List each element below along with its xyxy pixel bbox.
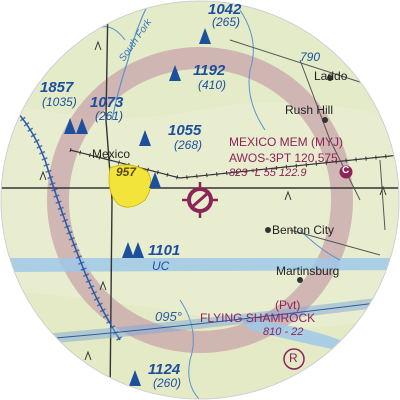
road — [299, 59, 361, 201]
town-dot-martinsburg — [297, 277, 303, 283]
airport-weather-frequency: AWOS-3PT 120.575 — [229, 151, 338, 165]
obstacle-icon — [129, 370, 141, 386]
obstacle-label-msl: 1857 — [40, 79, 74, 96]
river-south-fork — [111, 1, 151, 121]
obstacle-icon — [169, 65, 181, 81]
ctaf-icon-label: C — [342, 165, 350, 176]
obstacle-label-agl: (1035) — [42, 95, 77, 109]
private-airport-tag: (Pvt) — [275, 298, 301, 312]
stream — [179, 299, 201, 399]
urban-elevation-label: 957 — [116, 165, 137, 179]
private-airport-info: 810 - 22 — [263, 326, 304, 338]
town-dot-rush-hill — [322, 117, 328, 123]
obstacle-label-msl: 1192 — [193, 62, 226, 79]
obstacle-label-msl: 1042 — [208, 1, 242, 18]
road — [379, 159, 386, 231]
obstacle-label-msl: 1055 — [168, 122, 202, 139]
obstacle-label-msl: 1101 — [148, 242, 181, 259]
obstacle-icon — [64, 118, 88, 134]
lake — [1, 258, 399, 272]
restricted-airport-icon — [283, 348, 305, 370]
town-dot-benton-city — [265, 227, 271, 233]
airport-symbol-myj[interactable] — [182, 182, 218, 218]
town-dot-laddonia — [327, 75, 333, 81]
town-label-martinsburg: Martinsburg — [276, 264, 340, 278]
spot-elevation: 790 — [300, 50, 321, 64]
obstacle-label-msl: 1073 — [90, 94, 124, 111]
small-obstacles — [39, 40, 387, 361]
boundary-hatch — [1, 92, 123, 342]
railroad-ticks — [69, 148, 399, 181]
ctaf-icon — [339, 165, 353, 179]
obstacle-label-agl: (260) — [153, 376, 182, 390]
obstacle-icon — [199, 28, 211, 44]
obstacle-label-agl: (268) — [174, 138, 203, 152]
town-label-mexico: Mexico — [92, 147, 131, 161]
airport-name[interactable]: MEXICO MEM (MYJ) — [229, 135, 343, 149]
obstacle-icon — [122, 242, 144, 258]
victor-airway-centerline — [29, 299, 399, 341]
obstacle-label-agl: (265) — [212, 15, 241, 29]
obstacle-label-agl: (410) — [198, 78, 227, 92]
obstacle-label-agl: (261) — [95, 109, 124, 123]
road — [289, 229, 381, 256]
obstacle-label-msl: 1124 — [148, 361, 181, 378]
town-label-rush-hill: Rush Hill — [285, 103, 334, 117]
town-label-laddonia: Laddo — [314, 69, 348, 83]
obstacle-icon — [139, 130, 151, 146]
private-airport-name[interactable]: FLYING SHAMROCK — [200, 311, 316, 325]
town-label-benton-city: Benton City — [272, 223, 335, 237]
stream — [239, 9, 266, 131]
urban-area-mexico — [108, 164, 152, 208]
obstacle-icon — [149, 172, 161, 188]
restricted-icon-label: R — [289, 351, 298, 365]
airport-info: 823 *L 55 122.9 — [229, 167, 307, 179]
victor-airway-label: 095° — [155, 309, 182, 324]
obstacle-label-agl: UC — [152, 259, 170, 273]
